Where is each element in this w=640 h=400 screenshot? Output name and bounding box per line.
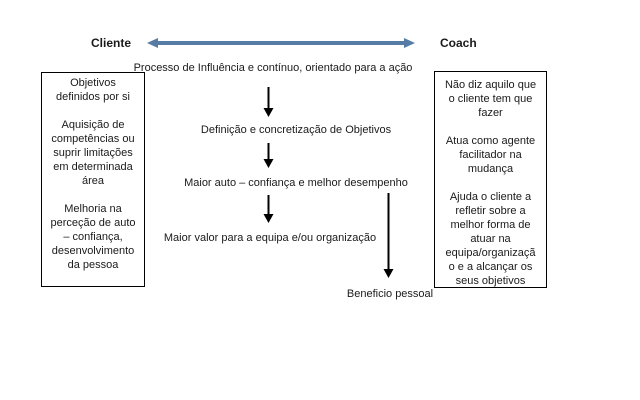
box-text-line: definidos por si — [56, 91, 130, 103]
box-text-line: melhor forma de — [450, 219, 531, 231]
box-text-line: competências ou — [51, 133, 135, 145]
arrow-shaft — [387, 193, 389, 269]
box-text-line: área — [81, 175, 105, 187]
box-text-line: fazer — [478, 107, 503, 119]
arrowhead-right-icon — [404, 38, 415, 48]
flow-step-beneficio-pessoal: Beneficio pessoal — [346, 288, 434, 300]
box-text-line: Atua como agente — [445, 135, 536, 147]
box-text-line: desenvolvimento — [51, 245, 135, 257]
box-text-line — [435, 120, 546, 134]
coach-header-label: Coach — [440, 36, 477, 50]
arrow-shaft — [267, 195, 269, 214]
box-text-line: Objetivos — [70, 77, 116, 89]
arrow-shaft — [267, 143, 269, 159]
box-text-line: Ajuda o cliente a — [449, 191, 532, 203]
box-text-line: em determinada — [53, 161, 133, 173]
flow-step-maior-valor-equipa: Maior valor para a equipa e/ou organizaç… — [163, 232, 377, 244]
cliente-header-label: Cliente — [91, 36, 132, 50]
arrowhead-down-icon — [383, 269, 393, 278]
box-text-line: atuar na — [470, 233, 511, 245]
arrow-shaft — [158, 41, 404, 45]
flow-step-definicao-objetivos: Definição e concretização de Objetivos — [200, 124, 392, 136]
box-text-line: da pessoa — [67, 259, 119, 271]
box-text-line: seus objetivos — [455, 275, 526, 287]
arrow-shaft — [267, 87, 269, 108]
arrowhead-down-icon — [263, 214, 273, 223]
cliente-benefits-box: Objetivos definidos por si Aquisição de co… — [41, 72, 145, 287]
arrowhead-down-icon — [263, 159, 273, 168]
box-text-line: o e a alcançar os — [448, 261, 533, 273]
box-text-line: facilitador na — [459, 149, 522, 161]
flow-step-processo-influencia: Processo de Influência e contínuo, orien… — [133, 62, 413, 74]
box-text-line: Aquisição de — [61, 119, 125, 131]
flow-step-maior-autoconfianca: Maior auto – confiança e melhor desempen… — [184, 177, 408, 189]
box-text-line — [42, 188, 144, 202]
box-text-line: Melhoria na — [64, 203, 122, 215]
down-arrow-icon-2 — [263, 143, 274, 168]
arrowhead-down-icon — [263, 108, 273, 117]
box-text-line: perceção de auto — [50, 217, 136, 229]
down-arrow-icon-long — [383, 193, 394, 278]
cliente-coach-double-arrow-icon — [147, 38, 415, 48]
box-text-line: – confiança, — [63, 231, 123, 243]
box-text-line: Não diz aquilo que — [444, 79, 537, 91]
box-text-line: o cliente tem que — [448, 93, 533, 105]
box-text-line: refletir sobre a — [455, 205, 526, 217]
down-arrow-icon-3 — [263, 195, 274, 223]
box-text-line — [42, 104, 144, 118]
box-text-line — [435, 176, 546, 190]
box-text-line: mudança — [467, 163, 514, 175]
box-text-line: suprir limitações — [53, 147, 133, 159]
down-arrow-icon-1 — [263, 87, 274, 117]
coach-role-box: Não diz aquilo que o cliente tem que fazer… — [434, 71, 547, 288]
arrowhead-left-icon — [147, 38, 158, 48]
box-text-line: equipa/organizaçã — [445, 247, 536, 259]
